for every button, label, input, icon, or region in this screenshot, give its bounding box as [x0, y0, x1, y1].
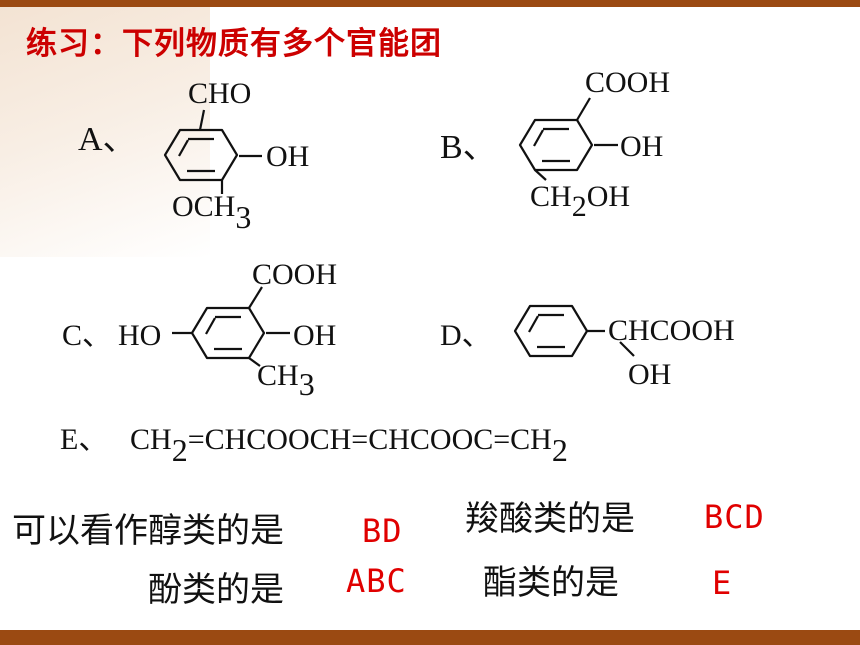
e-formula: CH2=CHCOOCH=CHCOOC=CH2 [130, 423, 568, 468]
question-phenol: 酚类的是 [148, 570, 284, 610]
bottom-border [0, 630, 860, 645]
answer-ester: E [712, 564, 733, 602]
answer-phenol: ABC [346, 562, 407, 600]
option-e-label: E、 [60, 423, 108, 456]
c-right-group: OH [293, 319, 336, 352]
top-border [0, 0, 860, 7]
c-left-group: HO [118, 319, 161, 352]
question-alcohol: 可以看作醇类的是 [12, 511, 284, 551]
option-a-label: A、 [78, 121, 137, 158]
c-bottom-group: CH3 [257, 359, 315, 402]
option-d-label: D、 [440, 319, 492, 352]
structure-d-ring [513, 304, 635, 358]
structure-b-ring [518, 97, 594, 181]
option-b-label: B、 [440, 129, 497, 166]
structure-c-ring [172, 286, 266, 367]
d-chain-group: CHCOOH [608, 314, 735, 347]
b-bottom-group: CH2OH [530, 180, 630, 223]
c-top-group: COOH [252, 258, 337, 291]
question-ester: 酯类的是 [483, 563, 619, 603]
a-right-group: OH [266, 140, 309, 173]
option-c-label: C、 [62, 319, 112, 352]
d-bottom-group: OH [628, 358, 671, 391]
structure-a-ring [163, 109, 239, 194]
answer-alcohol: BD [362, 512, 403, 550]
answer-carboxylic-acid: BCD [704, 498, 765, 536]
question-carboxylic-acid: 羧酸类的是 [465, 499, 635, 539]
structures-diagram: A、 B、 C、 D、 E、 CHO OH OCH3 COOH OH CH2OH… [60, 66, 735, 468]
background-decoration [0, 7, 210, 257]
a-top-group: CHO [188, 77, 251, 110]
a-bottom-group: OCH3 [172, 190, 251, 235]
b-right-group: OH [620, 130, 663, 163]
page-title: 练习：下列物质有多个官能团 [26, 26, 442, 62]
b-top-group: COOH [585, 66, 670, 99]
